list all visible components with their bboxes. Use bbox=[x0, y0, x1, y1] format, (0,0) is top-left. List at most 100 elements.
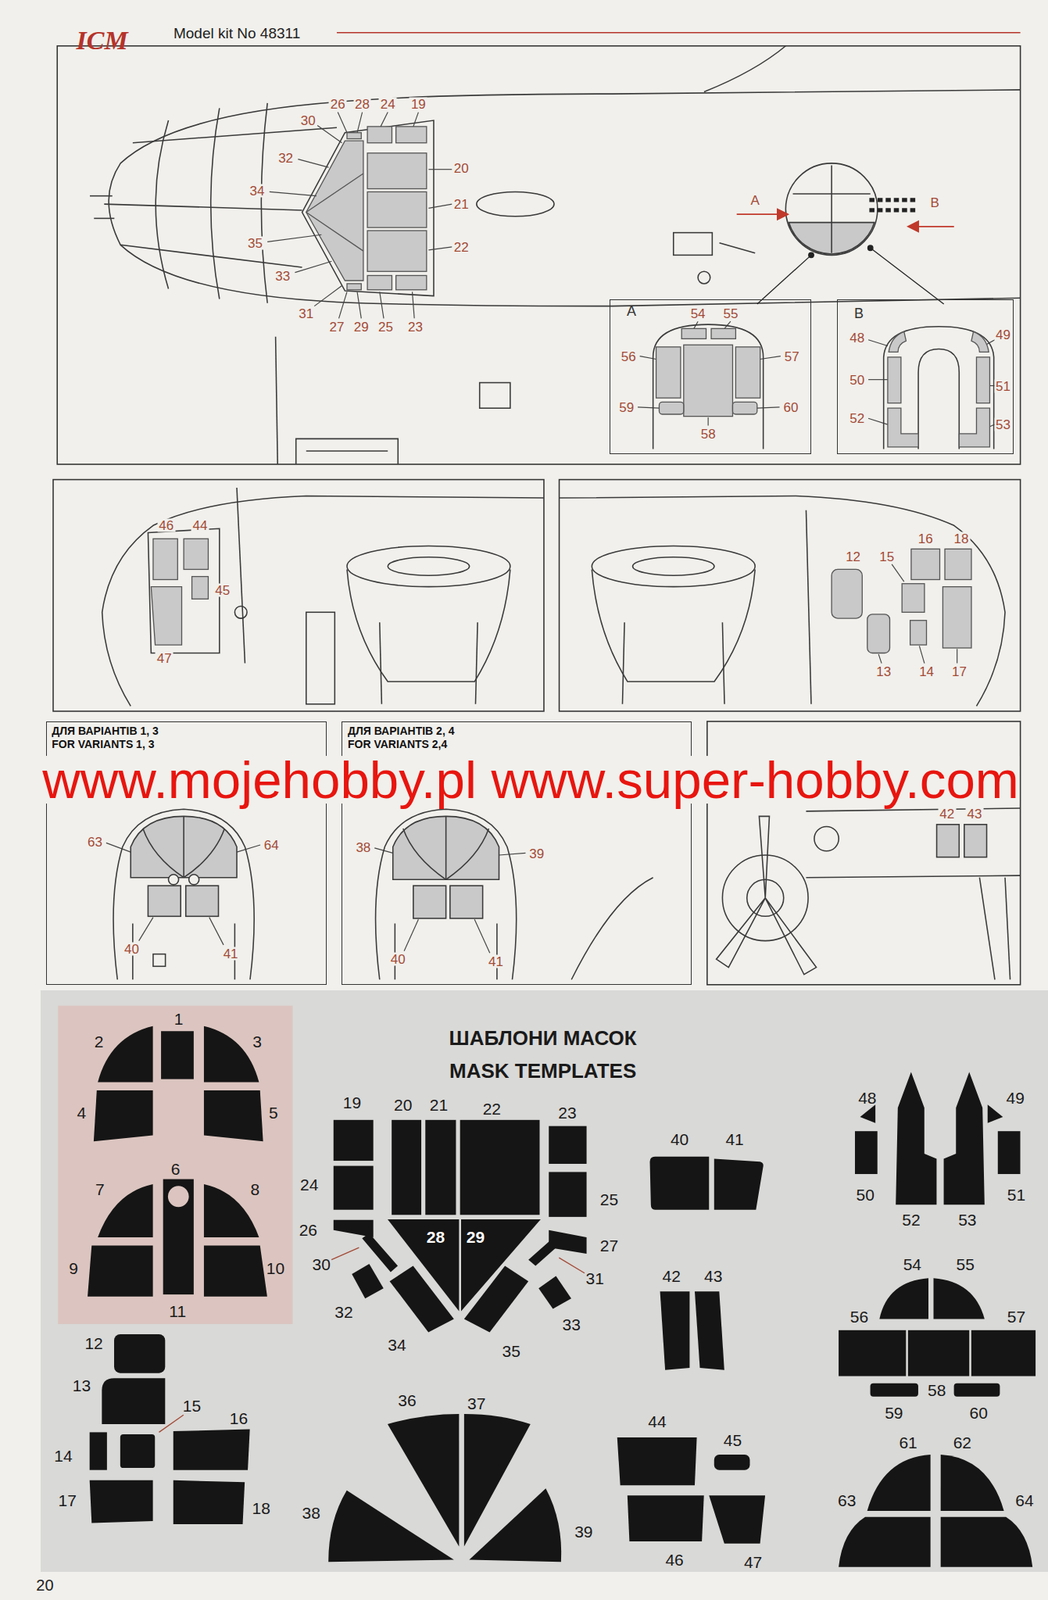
callout-number: 46 bbox=[157, 518, 176, 533]
template-number: 55 bbox=[956, 1255, 975, 1272]
callout-leader bbox=[428, 246, 452, 251]
mask-area bbox=[944, 548, 972, 580]
template-number: 35 bbox=[501, 1341, 520, 1359]
callout-number: 19 bbox=[409, 97, 428, 111]
mask-template bbox=[944, 1071, 985, 1205]
callout-number: 53 bbox=[994, 418, 1013, 432]
mask-template bbox=[160, 1030, 194, 1079]
variant-heading: FOR VARIANTS 2,4 bbox=[347, 738, 448, 751]
callout-number: A bbox=[749, 193, 762, 207]
callout-leader bbox=[339, 291, 347, 319]
nose-left-view bbox=[147, 528, 219, 653]
template-number: 3 bbox=[252, 1032, 262, 1049]
template-shape-fill bbox=[461, 1219, 541, 1312]
mask-area bbox=[910, 620, 927, 645]
mask-template bbox=[203, 1025, 260, 1082]
mask-template bbox=[333, 1119, 374, 1160]
callout-leader bbox=[357, 291, 362, 319]
inset-a-drawing bbox=[653, 324, 764, 449]
callout-leader bbox=[637, 407, 659, 408]
template-number: 30 bbox=[312, 1255, 331, 1272]
nose-right-view bbox=[633, 557, 715, 576]
panel-frame bbox=[53, 479, 544, 712]
callout-leader bbox=[868, 339, 888, 347]
mask-template bbox=[425, 1119, 456, 1214]
template-shape-outline bbox=[387, 1219, 459, 1312]
front-view-2 bbox=[375, 808, 654, 980]
callout-number: 33 bbox=[273, 268, 292, 283]
template-number: 51 bbox=[1007, 1185, 1026, 1202]
mask-area bbox=[976, 357, 990, 404]
front-view-2 bbox=[403, 828, 447, 880]
mask-template bbox=[870, 1382, 919, 1396]
variant-heading: ДЛЯ ВАРІАНТІВ 1, 3 bbox=[51, 725, 159, 737]
template-number: 53 bbox=[958, 1211, 977, 1228]
nose-right-view bbox=[559, 495, 1006, 706]
callout-number: 35 bbox=[246, 236, 265, 250]
template-band: ШАБЛОНИ МАСОКMASK TEMPLATES2829 bbox=[40, 990, 1048, 1572]
callout-number: 64 bbox=[262, 838, 281, 852]
engine-and-fuselage bbox=[937, 824, 960, 858]
mask-template bbox=[908, 1329, 970, 1376]
section-title: MASK TEMPLATES bbox=[449, 1058, 637, 1082]
mask-template bbox=[89, 1431, 108, 1470]
view-arrow bbox=[736, 213, 780, 215]
mask-area bbox=[150, 586, 182, 645]
template-number: 49 bbox=[1006, 1088, 1025, 1106]
inset-a-drawing bbox=[653, 324, 764, 449]
callout-number: 32 bbox=[276, 151, 295, 165]
callout-number: 31 bbox=[296, 306, 315, 320]
mask-area bbox=[867, 614, 891, 654]
mask-template bbox=[940, 1454, 1005, 1511]
mask-template bbox=[548, 1171, 587, 1217]
callout-number: 17 bbox=[950, 665, 969, 679]
front-view-1 bbox=[168, 874, 179, 885]
front-view-2 bbox=[413, 885, 447, 919]
template-number: 22 bbox=[482, 1100, 501, 1117]
mask-template bbox=[203, 1244, 268, 1296]
template-number: 13 bbox=[72, 1376, 91, 1393]
template-number: 28 bbox=[426, 1227, 445, 1246]
template-number: 24 bbox=[300, 1175, 319, 1192]
mask-template bbox=[838, 1329, 906, 1376]
callout-leader bbox=[297, 159, 329, 168]
template-number: 37 bbox=[467, 1394, 486, 1412]
mask-area bbox=[887, 331, 991, 448]
callout-number: 40 bbox=[122, 942, 141, 956]
fuselage-side-view bbox=[673, 232, 713, 256]
mask-template bbox=[838, 1516, 931, 1567]
panel-frame bbox=[53, 46, 1021, 985]
mask-area bbox=[911, 548, 941, 580]
view-arrow bbox=[908, 221, 919, 232]
template-number: 25 bbox=[600, 1191, 619, 1208]
leader-line bbox=[870, 247, 945, 305]
template-number: 38 bbox=[302, 1504, 321, 1521]
callout-number: 38 bbox=[354, 840, 372, 854]
template-number: 4 bbox=[77, 1104, 87, 1121]
nose-right-view bbox=[591, 545, 755, 587]
nose-left-view bbox=[306, 611, 336, 704]
nose-right-view bbox=[722, 622, 725, 704]
fuselage-side-view bbox=[132, 127, 337, 144]
frame-line bbox=[306, 212, 364, 252]
callout-number: 14 bbox=[917, 665, 936, 679]
callout-number: 59 bbox=[617, 400, 636, 414]
template-number: 45 bbox=[723, 1431, 742, 1449]
callout-leader bbox=[357, 112, 363, 133]
mask-template bbox=[102, 1377, 166, 1424]
mask-template bbox=[93, 1090, 154, 1141]
callout-number: 24 bbox=[379, 97, 398, 111]
nose-right-view bbox=[805, 510, 812, 705]
callout-number: 42 bbox=[937, 806, 956, 820]
callout-number: 29 bbox=[352, 319, 371, 333]
mask-template bbox=[617, 1436, 698, 1485]
mask-template bbox=[351, 1262, 383, 1298]
mask-area bbox=[831, 548, 972, 653]
template-number: 44 bbox=[647, 1412, 666, 1429]
callout-number: 26 bbox=[329, 97, 347, 111]
mask-template bbox=[328, 1489, 455, 1561]
front-view-2 bbox=[450, 885, 483, 919]
template-number: 11 bbox=[168, 1301, 186, 1319]
callout-leader bbox=[428, 203, 452, 208]
